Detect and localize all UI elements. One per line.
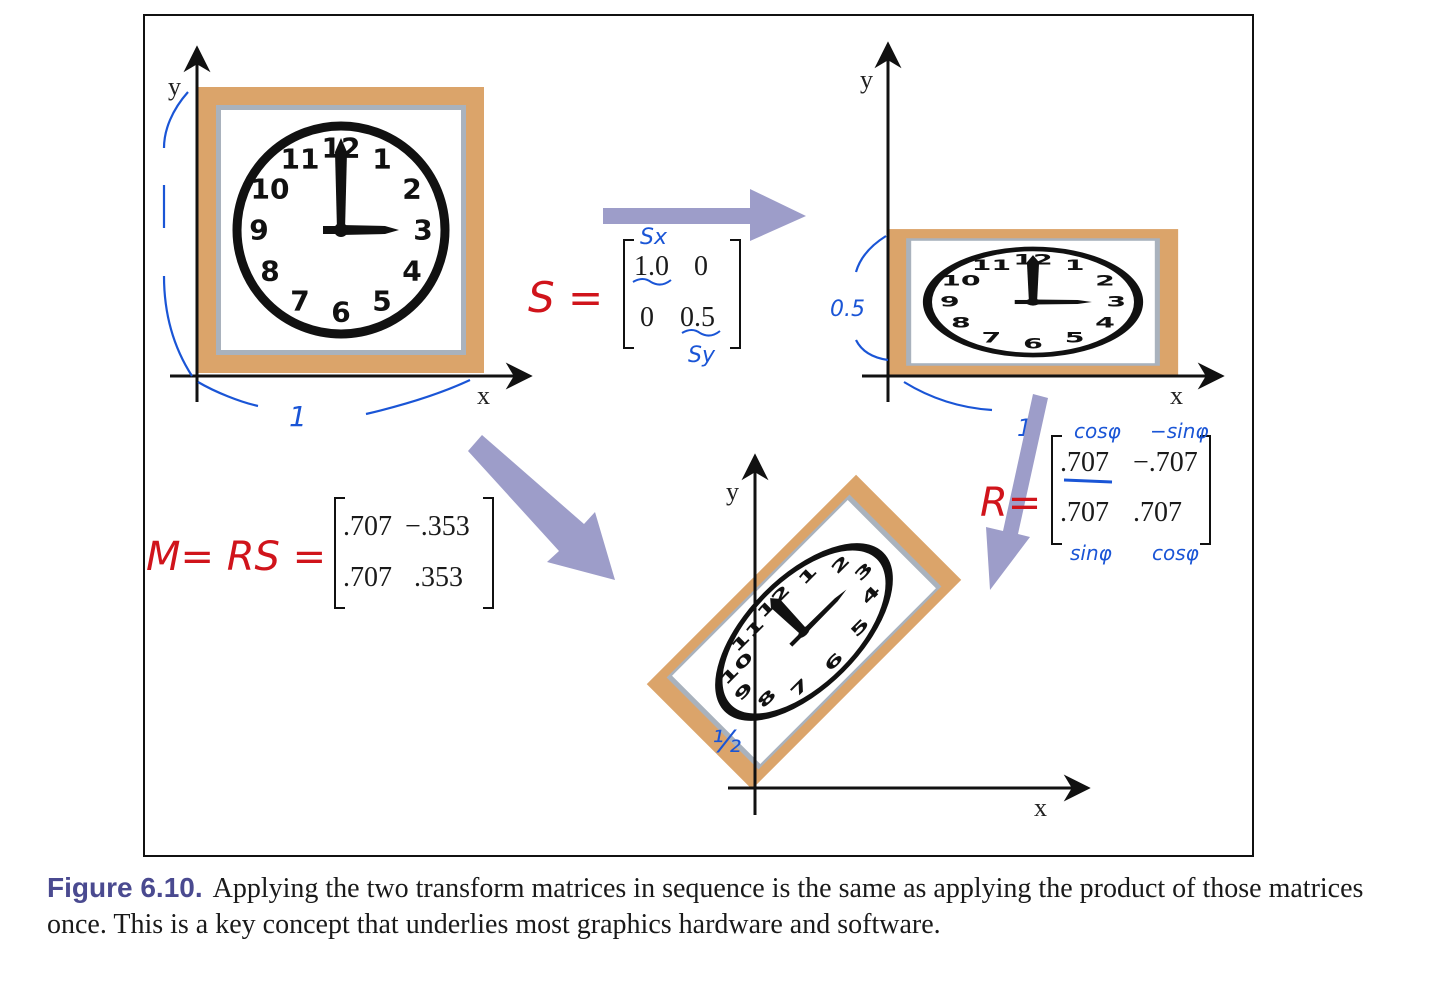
- rotation-matrix-cell-22: .707: [1133, 497, 1182, 528]
- figure-label: Figure 6.10.: [47, 872, 203, 903]
- product-arrow: [468, 435, 615, 580]
- product-matrix-label: M= RS =: [146, 534, 326, 580]
- product-matrix-cell-11: .707: [343, 511, 392, 542]
- unit-width-note: 1: [289, 400, 307, 433]
- rotation-matrix-left-bracket: [1051, 435, 1062, 545]
- rotated-clock-panel: y x ½: [647, 453, 1091, 822]
- rotated-y-label: y: [726, 477, 739, 506]
- scaled-y-label: y: [860, 65, 873, 94]
- scaled-clock: [888, 229, 1178, 375]
- product-matrix-right-bracket: [483, 497, 494, 609]
- rotated-height-note: ½: [712, 725, 741, 760]
- scaled-clock-panel: y x 0.5 1: [830, 41, 1225, 442]
- rotation-underline: [1063, 478, 1113, 484]
- scale-arrow: [603, 189, 806, 241]
- scale-matrix-left-bracket: [623, 239, 634, 349]
- scaled-width-mark: [903, 381, 993, 412]
- rotation-matrix-cell-21: .707: [1060, 497, 1109, 528]
- caption-text: Applying the two transform matrices in s…: [47, 873, 1364, 940]
- sy-underline: [681, 329, 721, 337]
- sx-note: Sx: [640, 225, 668, 250]
- product-matrix-cell-21: .707: [343, 562, 392, 593]
- figure-frame: [143, 14, 1254, 857]
- rotation-matrix: R= .707 −.707 .707 .707 cosφ −sinφ sinφ …: [980, 419, 1211, 565]
- rotate-arrow: [986, 394, 1048, 590]
- scale-matrix-cell-11: 1.0: [634, 251, 669, 282]
- neg-sin-phi-note: −sinφ: [1150, 419, 1209, 443]
- scale-matrix-label: S =: [528, 273, 603, 322]
- rotation-matrix-cell-11: .707: [1060, 447, 1109, 478]
- scaled-height-mark: [854, 235, 889, 362]
- figure-diagram: 121234567891011 y x 1 S = 1.0 0 0 0.5 Sx…: [143, 14, 1254, 857]
- original-y-label: y: [168, 72, 181, 101]
- sx-underline: [632, 278, 672, 286]
- sy-note: Sy: [688, 343, 716, 368]
- unit-width-mark: [197, 379, 471, 416]
- product-matrix-left-bracket: [334, 497, 345, 609]
- cos-phi-bottom-note: cosφ: [1152, 541, 1199, 565]
- original-clock-panel: y x 1: [162, 45, 533, 433]
- scaled-height-note: 0.5: [830, 297, 865, 322]
- product-matrix-cell-22: .353: [414, 562, 463, 593]
- product-matrix-cell-12: −.353: [405, 511, 470, 542]
- cos-phi-top-note: cosφ: [1074, 419, 1121, 443]
- rotated-x-label: x: [1034, 793, 1047, 822]
- rotation-matrix-cell-12: −.707: [1133, 447, 1198, 478]
- scale-matrix: S = 1.0 0 0 0.5 Sx Sy: [528, 225, 741, 368]
- figure-caption: Figure 6.10.Applying the two transform m…: [47, 870, 1377, 943]
- product-matrix: M= RS = .707 −.353 .707 .353: [146, 497, 494, 609]
- rotation-matrix-right-bracket: [1200, 435, 1211, 545]
- scaled-x-label: x: [1170, 381, 1183, 410]
- rotation-matrix-label: R=: [980, 480, 1041, 526]
- scale-matrix-right-bracket: [730, 239, 741, 349]
- unit-height-mark: [162, 91, 193, 377]
- scale-matrix-cell-21: 0: [640, 302, 654, 333]
- scale-matrix-cell-22: 0.5: [680, 302, 715, 333]
- sin-phi-note: sinφ: [1070, 541, 1112, 565]
- original-x-label: x: [477, 381, 490, 410]
- rotated-clock: [647, 475, 961, 789]
- original-clock: [198, 87, 484, 373]
- scale-matrix-cell-12: 0: [694, 251, 708, 282]
